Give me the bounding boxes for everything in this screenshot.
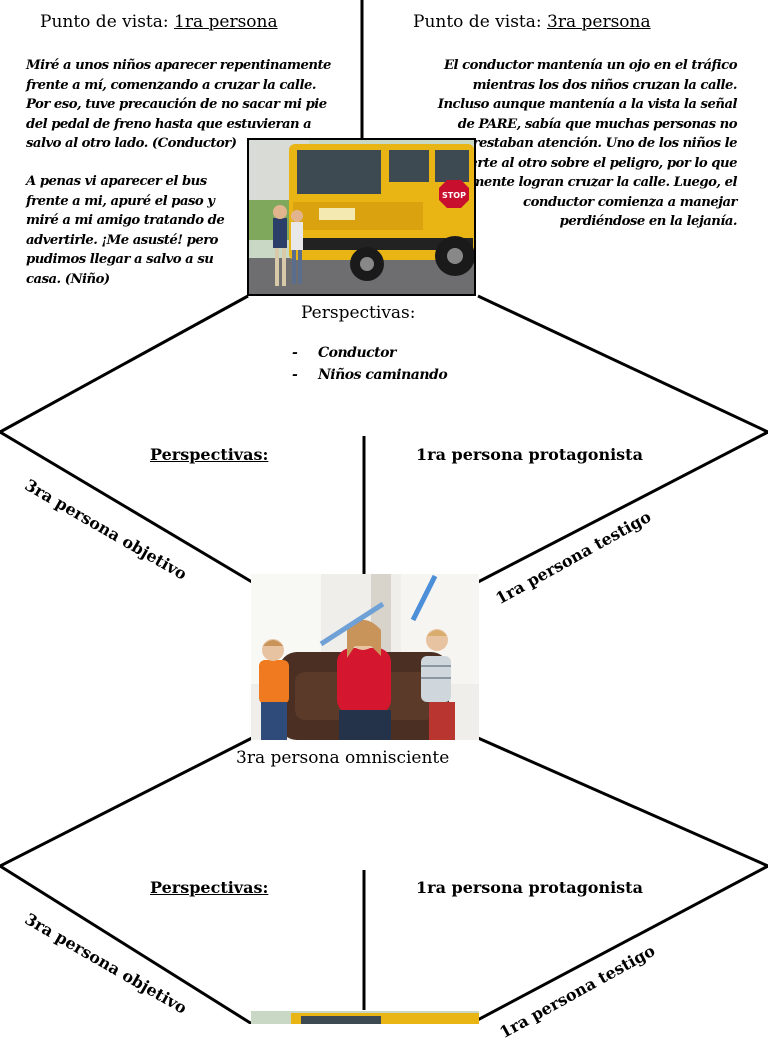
perspectives-heading-middle: Perspectivas: [150, 445, 269, 464]
diamond-top-right-edge [477, 294, 768, 434]
diamond-lower-right-edge [477, 430, 768, 584]
heading-first-person-prefix: Punto de vista: [40, 12, 175, 32]
diamond-top-left-edge [0, 294, 249, 434]
third-person-text: El conductor mantenía un ojo en el tráfi… [434, 56, 738, 232]
perspectives-list: Conductor Niños caminando [292, 342, 512, 386]
heading-first-person-underlined: 1ra persona [174, 12, 278, 32]
diamond-lower-left-edge [0, 430, 253, 584]
heading-third-person: Punto de vista: 3ra persona [413, 12, 651, 32]
family-sword-play-photo [251, 574, 479, 740]
perspective-item-driver: Conductor [292, 342, 512, 364]
diamond2-lower-right-edge [469, 864, 768, 1024]
first-person-paragraph-child: A penas vi aparecer el bus frente a mi, … [26, 174, 225, 287]
diamond2-lower-left-edge [0, 864, 253, 1024]
perspective-item-children: Niños caminando [292, 364, 512, 386]
heading-third-person-prefix: Punto de vista: [413, 12, 548, 32]
school-bus-photo-partial [251, 1010, 479, 1024]
perspectives-title-top: Perspectivas: [301, 303, 416, 323]
label-first-person-protagonist-bottom: 1ra persona protagonista [416, 878, 643, 897]
third-person-paragraph: El conductor mantenía un ojo en el tráfi… [437, 58, 738, 229]
first-person-text-child: A penas vi aparecer el bus frente a mi, … [26, 172, 244, 289]
first-person-text-driver: Miré a unos niños aparecer repentinament… [26, 56, 332, 154]
label-first-person-protagonist-middle: 1ra persona protagonista [416, 445, 643, 464]
school-bus-photo: STOP [247, 138, 476, 296]
diamond2-top-right-edge [477, 736, 768, 868]
stop-sign-text: STOP [442, 191, 466, 200]
perspectives-heading-bottom: Perspectivas: [150, 878, 269, 897]
label-third-person-omniscient: 3ra persona omnisciente [236, 748, 450, 768]
heading-first-person: Punto de vista: 1ra persona [40, 12, 278, 32]
diamond2-top-left-edge [0, 736, 253, 868]
heading-third-person-underlined: 3ra persona [547, 12, 651, 32]
first-person-paragraph-driver: Miré a unos niños aparecer repentinament… [26, 58, 331, 151]
